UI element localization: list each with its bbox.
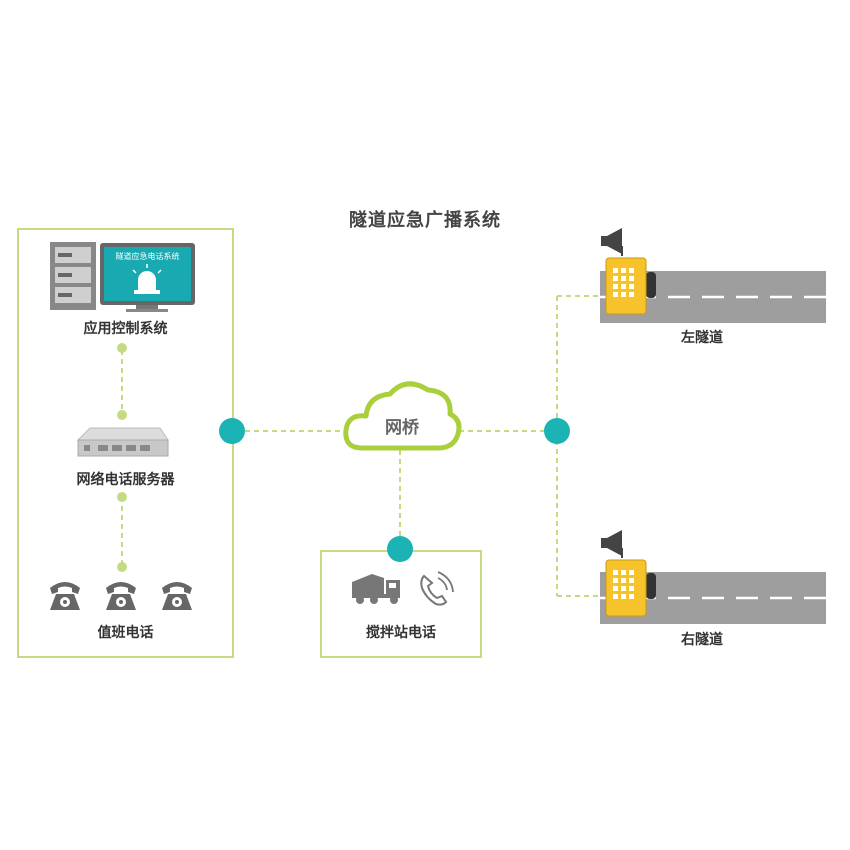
right-junction-node bbox=[544, 418, 570, 444]
diagram-title: 隧道应急广播系统 bbox=[349, 210, 501, 231]
phone-server-label: 网络电话服务器 bbox=[76, 472, 175, 488]
left-junction-node bbox=[219, 418, 245, 444]
duty-phone-label: 值班电话 bbox=[97, 625, 154, 641]
mixing-station-phone-label: 搅拌站电话 bbox=[366, 625, 436, 641]
control-system-label: 应用控制系统 bbox=[83, 321, 168, 337]
monitor-screen-title: 隧道应急电话系统 bbox=[115, 252, 180, 261]
left-tunnel-label: 左隧道 bbox=[681, 330, 723, 346]
right-tunnel-label: 右隧道 bbox=[681, 632, 723, 648]
station-junction-node bbox=[387, 536, 413, 562]
bridge-label: 网桥 bbox=[385, 418, 419, 438]
